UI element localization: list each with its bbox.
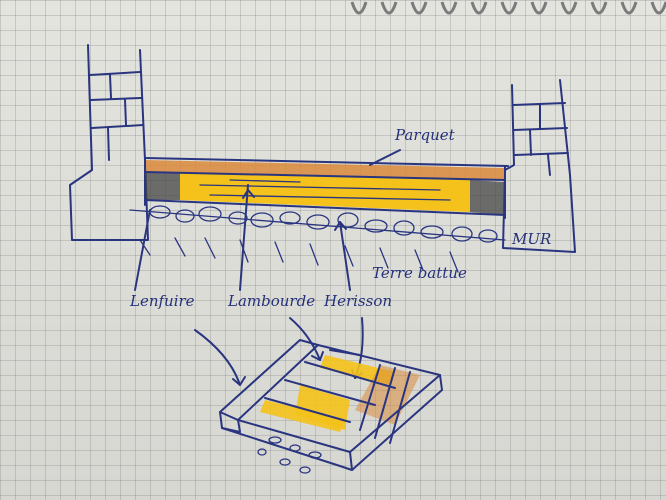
parquet-leader — [369, 149, 401, 166]
herisson-stones — [129, 205, 506, 243]
floor-section — [144, 157, 509, 219]
label-parquet: Parquet — [394, 126, 456, 144]
label-mur: MUR — [511, 230, 551, 248]
lambourde-arrow-lower — [289, 317, 321, 361]
spiral-binding — [350, 1, 666, 15]
herisson-leader — [339, 221, 351, 291]
label-lenfuire: Lenfuire — [129, 292, 195, 310]
label-lambourde: Lambourde — [227, 292, 315, 310]
lenfuire-leader — [134, 209, 151, 291]
perspective-sketch — [219, 339, 443, 474]
terre-battue-hatching — [139, 237, 459, 273]
left-insulation — [145, 172, 180, 200]
lenfuire-arrow-lower — [194, 329, 241, 386]
lambourde-beam — [180, 172, 470, 212]
label-terre-battue: Terre battue — [372, 264, 467, 282]
right-insulation — [470, 180, 505, 215]
parquet-board — [145, 160, 505, 180]
lambourde-leader — [239, 184, 249, 291]
label-herisson: Herisson — [323, 292, 392, 310]
lower-gravel — [257, 436, 322, 474]
right-wall — [502, 79, 576, 253]
